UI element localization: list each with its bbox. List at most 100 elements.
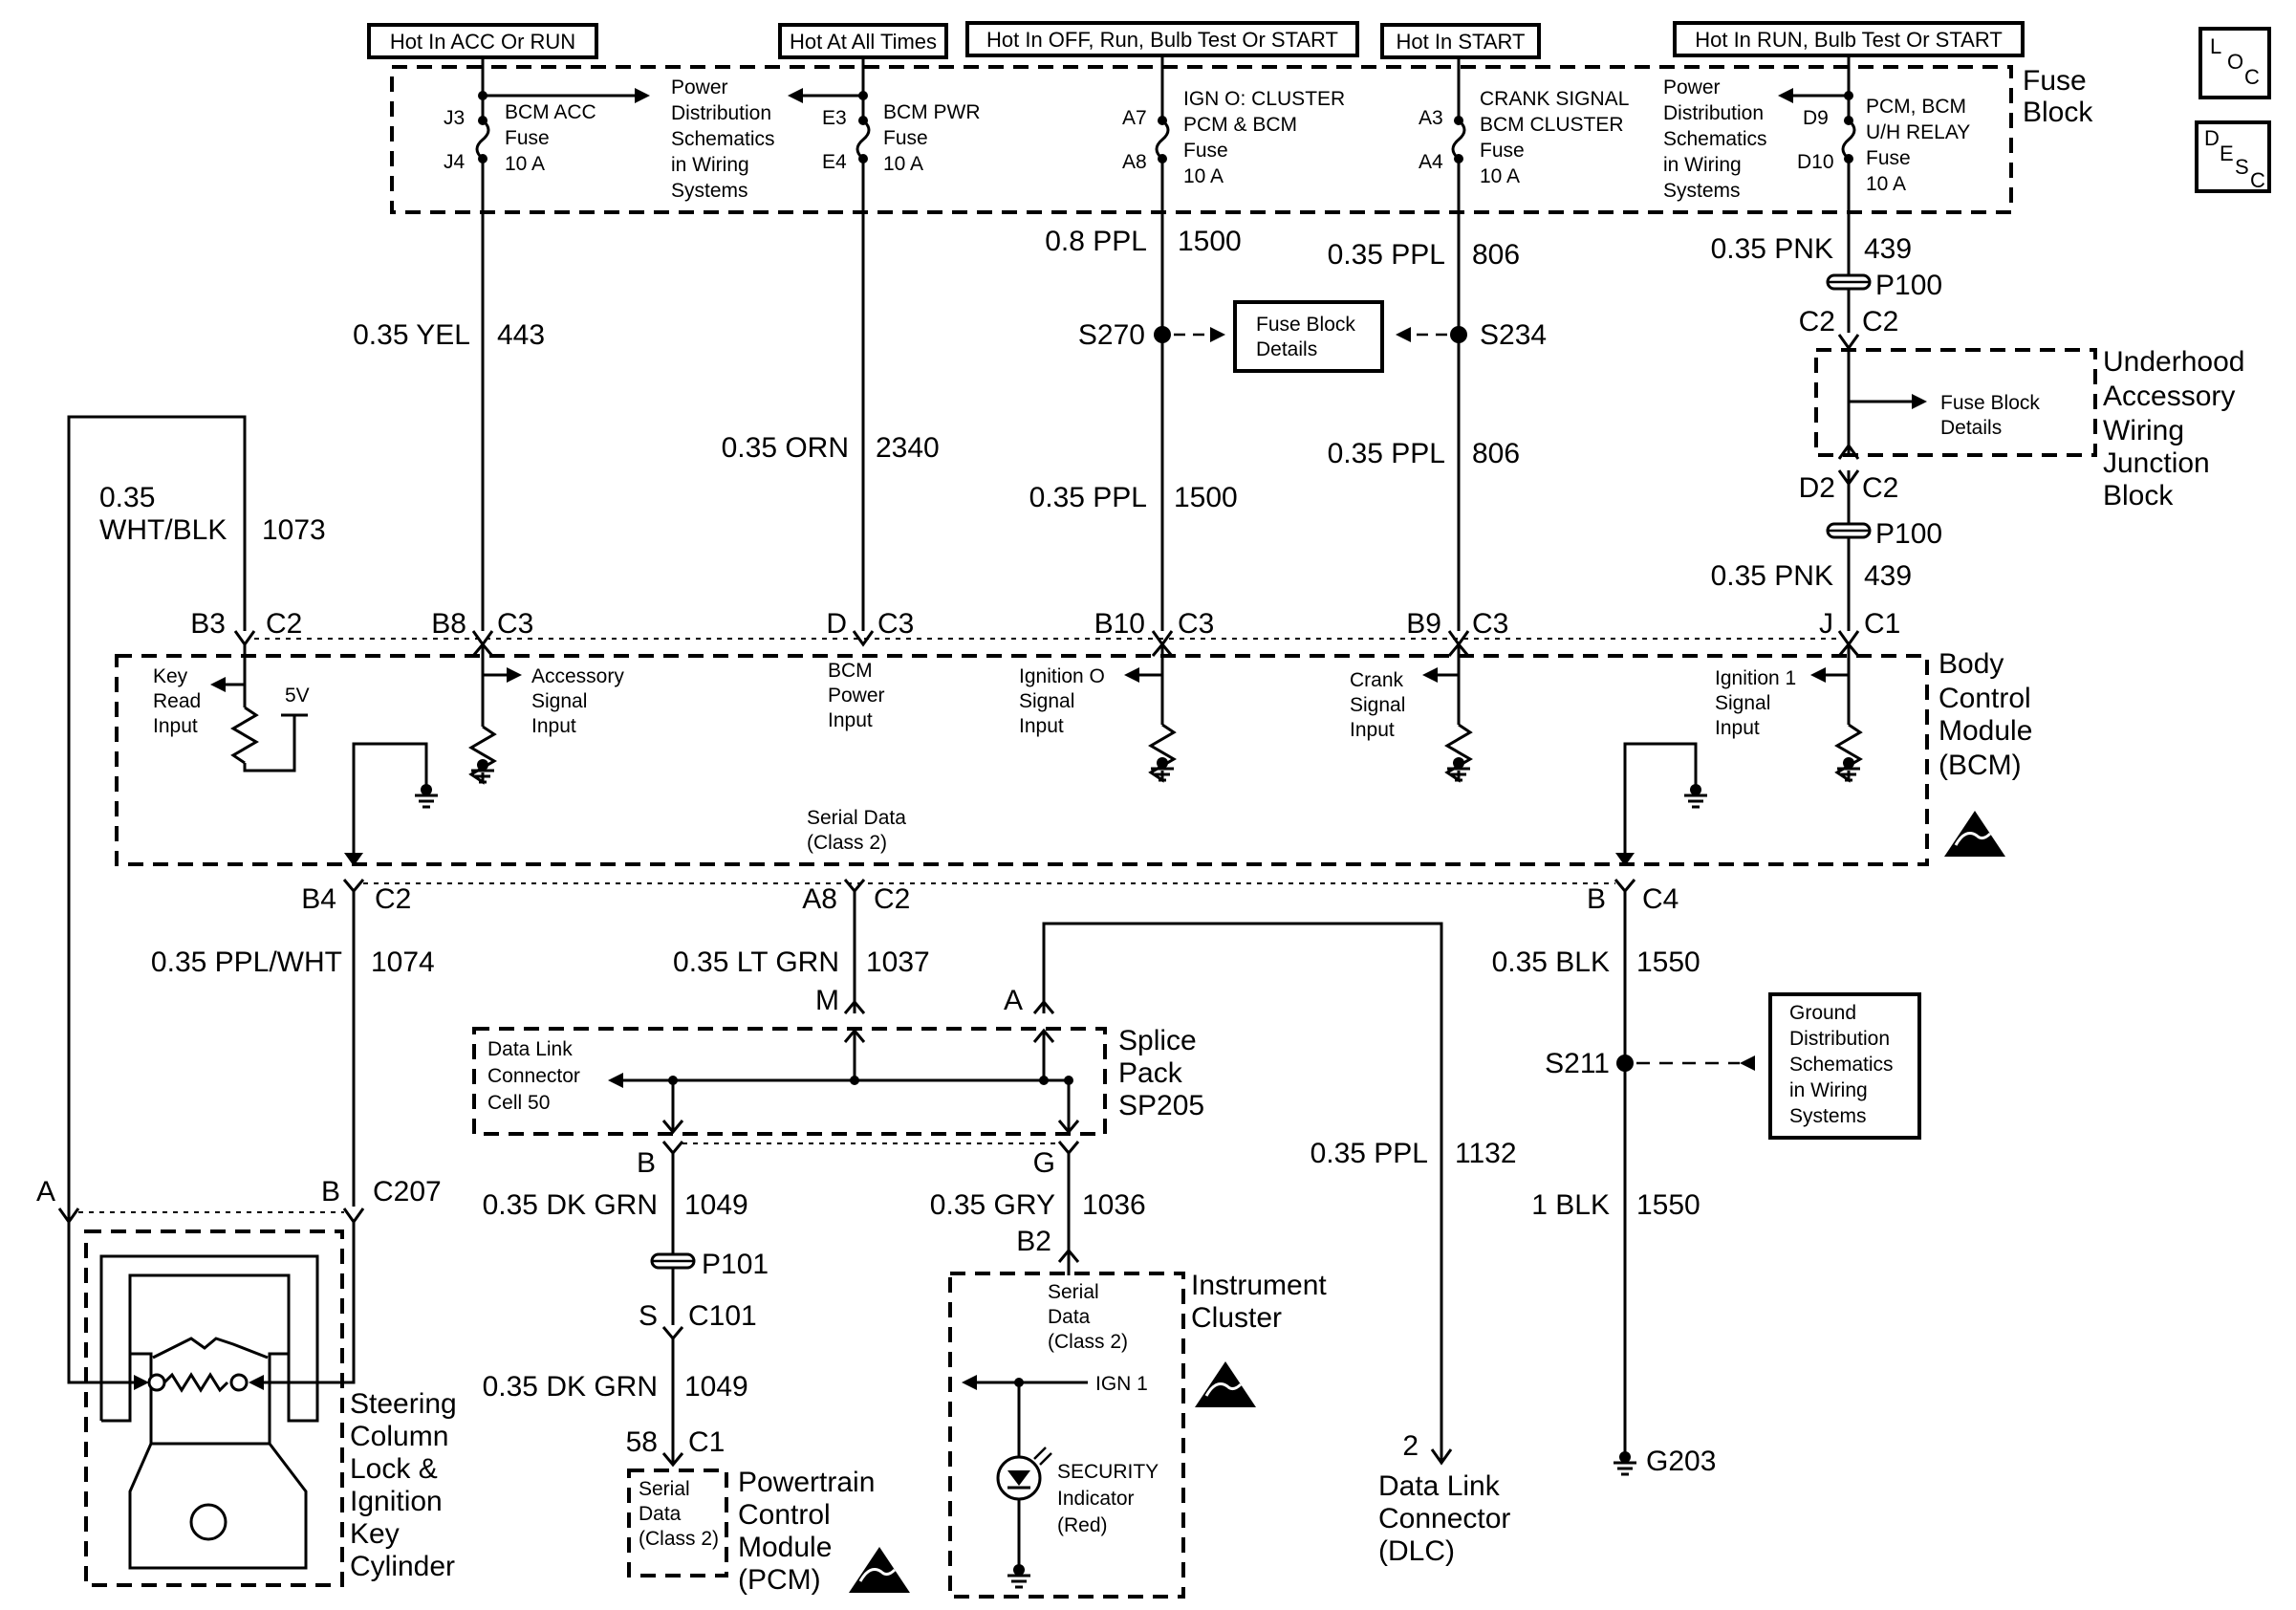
svg-text:C2: C2 (1862, 306, 1898, 337)
wire-1500b-label: 0.35 PPL 1500 (1029, 482, 1238, 513)
svg-text:Distribution: Distribution (1789, 1028, 1890, 1050)
svg-text:S211: S211 (1545, 1048, 1610, 1079)
svg-text:10 A: 10 A (1183, 165, 1224, 187)
svg-text:Connector: Connector (1378, 1503, 1510, 1534)
svg-text:Pack: Pack (1118, 1057, 1183, 1089)
svg-text:C207: C207 (373, 1176, 442, 1208)
svg-text:S: S (2235, 155, 2249, 179)
svg-text:M: M (815, 985, 839, 1016)
svg-text:C2: C2 (874, 883, 910, 915)
desc-tag[interactable]: D E S C (2195, 120, 2271, 193)
svg-text:Steering: Steering (350, 1388, 457, 1420)
svg-text:Block: Block (2103, 480, 2174, 511)
ground-distribution-box[interactable]: Ground Distribution Schematics in Wiring… (1768, 992, 1921, 1140)
svg-text:Hot At All Times: Hot At All Times (790, 30, 937, 54)
svg-text:S270: S270 (1078, 319, 1145, 351)
svg-text:1 BLK: 1 BLK (1531, 1189, 1610, 1221)
svg-text:A7: A7 (1122, 107, 1147, 129)
svg-text:10 A: 10 A (1480, 165, 1520, 187)
svg-text:Serial Data: Serial Data (807, 807, 906, 829)
svg-text:Details: Details (1940, 417, 2002, 439)
svg-text:B10: B10 (1094, 608, 1145, 640)
svg-text:Key: Key (153, 665, 188, 687)
svg-text:CRANK SIGNAL: CRANK SIGNAL (1480, 88, 1629, 110)
svg-text:(BCM): (BCM) (1939, 750, 2022, 781)
svg-text:A3: A3 (1419, 107, 1443, 129)
esd-icon (1195, 1361, 1256, 1407)
wire-1550: 0.35 BLK 1550 1 BLK 1550 (1492, 891, 1700, 1453)
svg-text:58: 58 (626, 1426, 658, 1458)
bcm-top-connectors (233, 630, 1860, 654)
svg-text:439: 439 (1864, 560, 1912, 592)
svg-text:BCM PWR: BCM PWR (883, 101, 981, 123)
svg-text:E4: E4 (822, 151, 847, 173)
svg-text:C2: C2 (266, 608, 302, 640)
svg-text:0.35 PNK: 0.35 PNK (1711, 560, 1833, 592)
svg-text:Fuse Block: Fuse Block (1940, 392, 2040, 414)
svg-text:B: B (321, 1176, 340, 1208)
bcm-power-input: BCM Power Input (828, 660, 885, 731)
svg-text:806: 806 (1472, 438, 1520, 469)
svg-text:Wiring: Wiring (2103, 415, 2184, 446)
svg-text:D9: D9 (1803, 107, 1829, 129)
fuse-block-details[interactable]: Fuse Block Details (1233, 300, 1384, 373)
svg-text:10 A: 10 A (505, 153, 545, 175)
bcm-crank-input: Crank Signal Input (1350, 642, 1473, 783)
svg-text:G: G (1033, 1147, 1055, 1179)
svg-text:C101: C101 (688, 1300, 757, 1332)
svg-text:Schematics: Schematics (671, 128, 775, 150)
svg-text:in Wiring: in Wiring (1789, 1079, 1868, 1101)
svg-text:(Red): (Red) (1057, 1514, 1108, 1536)
wire-1036: 0.35 GRY 1036 B2 (930, 1153, 1146, 1263)
svg-text:0.35 YEL: 0.35 YEL (353, 319, 470, 351)
svg-text:Underhood: Underhood (2103, 346, 2244, 378)
svg-text:BCM ACC: BCM ACC (505, 101, 596, 123)
bcm-bottom-connectors: B4 C2 A8 C2 B C4 (301, 853, 1679, 915)
svg-text:Signal: Signal (531, 690, 587, 712)
svg-text:Signal: Signal (1019, 690, 1074, 712)
svg-text:Hot In ACC Or RUN: Hot In ACC Or RUN (390, 30, 575, 54)
svg-text:C3: C3 (1472, 608, 1508, 640)
svg-text:10 A: 10 A (1866, 173, 1906, 195)
svg-text:PCM, BCM: PCM, BCM (1866, 96, 1966, 118)
svg-text:Hot In RUN, Bulb Test Or START: Hot In RUN, Bulb Test Or START (1695, 28, 2003, 52)
loc-tag[interactable]: L O C (2199, 27, 2271, 99)
svg-text:Data Link: Data Link (487, 1038, 573, 1060)
svg-text:Systems: Systems (1663, 180, 1741, 202)
svg-text:C2: C2 (1799, 306, 1835, 337)
svg-text:0.35 PPL: 0.35 PPL (1310, 1138, 1428, 1169)
bcm-accessory-input: Accessory Signal Input (468, 642, 624, 785)
wire-439a-label: 0.35 PNK 439 (1711, 233, 1912, 265)
svg-text:Input: Input (828, 709, 873, 731)
svg-text:Splice: Splice (1118, 1025, 1197, 1056)
svg-text:C3: C3 (1178, 608, 1214, 640)
svg-text:1500: 1500 (1178, 226, 1242, 257)
svg-text:1037: 1037 (866, 946, 930, 978)
svg-text:C2: C2 (375, 883, 411, 915)
svg-text:Schematics: Schematics (1663, 128, 1767, 150)
svg-text:(Class 2): (Class 2) (1048, 1331, 1128, 1353)
svg-text:Junction: Junction (2103, 447, 2210, 479)
svg-text:Cell 50: Cell 50 (487, 1092, 550, 1114)
svg-text:C3: C3 (877, 608, 914, 640)
esd-icon (1944, 811, 2005, 857)
header-acc-run: Hot In ACC Or RUN (367, 23, 598, 59)
svg-text:E3: E3 (822, 107, 847, 129)
wire-806b-label: 0.35 PPL 806 (1328, 438, 1521, 469)
power-distribution-right: Power Distribution Schematics in Wiring … (1663, 76, 1767, 202)
svg-text:0.35 LT GRN: 0.35 LT GRN (673, 946, 839, 978)
svg-text:Accessory: Accessory (531, 665, 624, 687)
svg-text:B9: B9 (1406, 608, 1441, 640)
svg-text:806: 806 (1472, 239, 1520, 271)
steering-column-connector: A B C207 (36, 1176, 442, 1225)
svg-text:Serial: Serial (1048, 1281, 1099, 1303)
header-all-times: Hot At All Times (778, 23, 948, 59)
bcm-connector-labels: B3 C2 B8 C3 D C3 B10 C3 B9 C3 J C1 (190, 608, 1900, 640)
svg-text:Signal: Signal (1350, 694, 1405, 716)
svg-text:B4: B4 (301, 883, 336, 915)
svg-text:C3: C3 (497, 608, 533, 640)
svg-text:Power: Power (1663, 76, 1721, 98)
svg-text:Module: Module (1939, 715, 2032, 747)
svg-text:0.35 PPL: 0.35 PPL (1029, 482, 1147, 513)
esd-icon (849, 1547, 910, 1593)
